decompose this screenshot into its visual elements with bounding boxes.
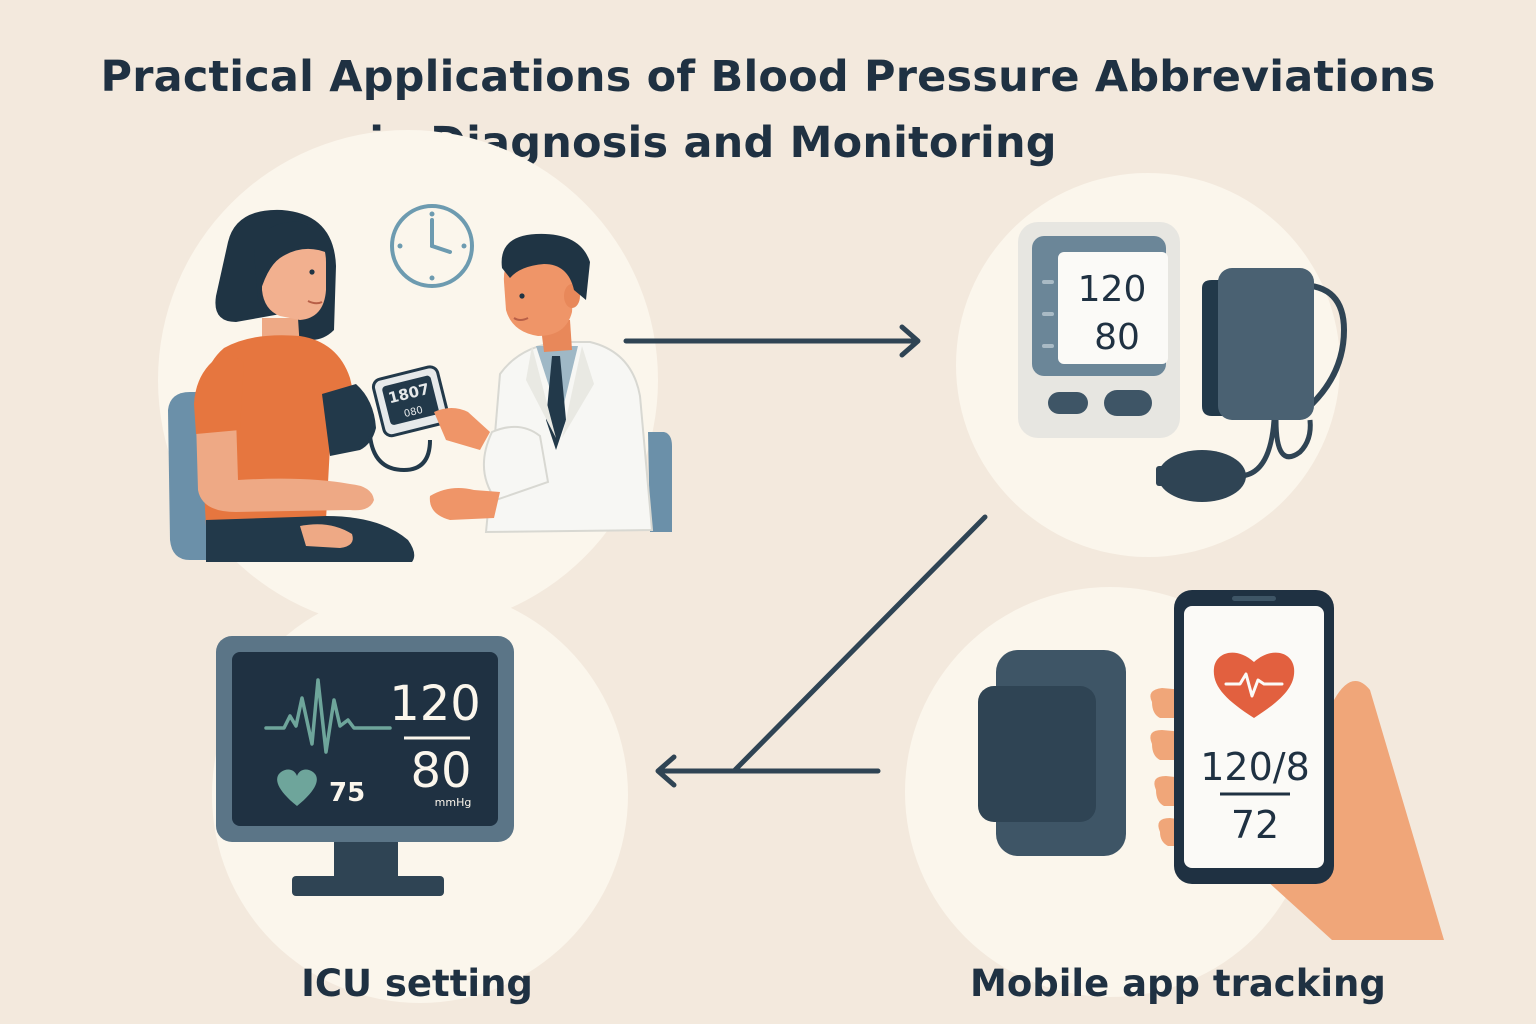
clock-icon (390, 204, 474, 288)
home-monitor-button-left (1048, 392, 1088, 414)
caption-mobile: Mobile app tracking (970, 962, 1386, 1005)
icu-monitor: 75 120 80 mmHg (216, 636, 514, 896)
icu-heart-rate: 75 (329, 778, 365, 808)
inflation-bulb-icon (1158, 450, 1246, 502)
home-cuff (1156, 268, 1348, 502)
doctor-figure (429, 233, 654, 534)
wrist-cuff (978, 650, 1126, 856)
mobile-pulse: 72 (1231, 803, 1279, 847)
clinic-scene: 1807 080 (168, 204, 672, 562)
home-monitor-diastolic: 80 (1094, 317, 1140, 358)
clinic-bp-device: 1807 080 (371, 365, 450, 438)
ecg-waveform (264, 678, 392, 754)
home-monitor: 120 80 (1018, 222, 1180, 438)
patient-figure (194, 209, 432, 562)
doctor-chair (648, 432, 672, 532)
heart-pulse-icon (1213, 652, 1295, 718)
title-line-1: Practical Applications of Blood Pressure… (100, 52, 1436, 102)
home-monitor-button-right (1104, 390, 1152, 416)
arrow-right (623, 324, 921, 358)
clinic-device-reading-bottom: 080 (403, 405, 424, 420)
page-title: Practical Applications of Blood Pressure… (0, 44, 1536, 176)
home-monitor-systolic: 120 (1078, 269, 1147, 310)
smartphone: 120/8 72 (1174, 590, 1334, 884)
heart-icon (277, 769, 317, 806)
mobile-reading: 120/8 (1200, 745, 1310, 789)
icu-diastolic: 80 (410, 743, 471, 799)
caption-icu: ICU setting (301, 962, 533, 1005)
icu-unit: mmHg (435, 796, 472, 809)
icu-systolic: 120 (389, 676, 481, 732)
arrow-diagonal-left (655, 514, 988, 788)
